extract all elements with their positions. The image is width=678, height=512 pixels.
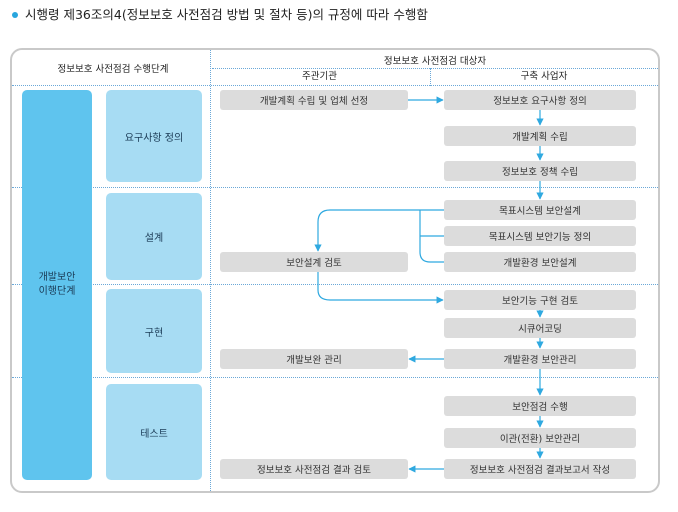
arrow-env-design-link — [419, 210, 444, 263]
builder-box-target-function: 목표시스템 보안기능 정의 — [444, 226, 636, 246]
builder-box-policy: 정보보호 정책 수립 — [444, 161, 636, 181]
divider-vertical-header — [430, 68, 431, 86]
builder-box-env-design: 개발환경 보안설계 — [444, 252, 636, 272]
arrow-target-design-to-review — [314, 209, 444, 252]
substage-test: 테스트 — [106, 384, 202, 480]
divider-header-bottom — [12, 85, 658, 86]
builder-box-requirements: 정보보호 요구사항 정의 — [444, 90, 636, 110]
header-target: 정보보호 사전점검 대상자 — [383, 56, 487, 67]
stage-implementation: 개발보안 이행단계 — [22, 90, 92, 480]
substage-implement: 구현 — [106, 289, 202, 373]
builder-box-secure-coding: 시큐어코딩 — [444, 318, 636, 338]
agency-box-dev-supplement: 개발보완 관리 — [220, 349, 408, 369]
agency-box-result-review: 정보보호 사전점검 결과 검토 — [220, 459, 408, 479]
bullet-icon — [12, 11, 18, 18]
caption: 시행령 제36조의4(정보보호 사전점검 방법 및 절차 등)의 규정에 따라 … — [12, 6, 428, 24]
header-left: 정보보호 사전점검 수행단계 — [57, 64, 169, 75]
stage-label: 개발보안 이행단계 — [38, 272, 76, 297]
builder-box-security-check: 보안점검 수행 — [444, 396, 636, 416]
header-builder: 구축 사업자 — [520, 71, 568, 82]
builder-box-env-management: 개발환경 보안관리 — [444, 349, 636, 369]
divider-row-3 — [12, 377, 658, 378]
builder-box-function-review: 보안기능 구현 검토 — [444, 290, 636, 310]
caption-text: 시행령 제36조의4(정보보호 사전점검 방법 및 절차 등)의 규정에 따라 … — [25, 7, 428, 22]
divider-vertical-left — [210, 50, 211, 491]
divider-row-2 — [12, 284, 658, 285]
agency-box-plan: 개발계획 수립 및 업체 선정 — [220, 90, 408, 110]
substage-requirements: 요구사항 정의 — [106, 90, 202, 182]
arrow-review-to-function — [317, 272, 444, 304]
agency-box-design-review: 보안설계 검토 — [220, 252, 408, 272]
builder-box-dev-plan: 개발계획 수립 — [444, 126, 636, 146]
header-agency: 주관기관 — [302, 71, 337, 82]
substage-design: 설계 — [106, 193, 202, 280]
builder-box-transfer: 이관(전환) 보안관리 — [444, 428, 636, 448]
builder-box-target-design: 목표시스템 보안설계 — [444, 200, 636, 220]
divider-row-1 — [12, 187, 658, 188]
builder-box-report: 정보보호 사전점검 결과보고서 작성 — [444, 459, 636, 479]
divider-header-mid — [212, 68, 658, 69]
diagram-frame — [10, 48, 660, 493]
